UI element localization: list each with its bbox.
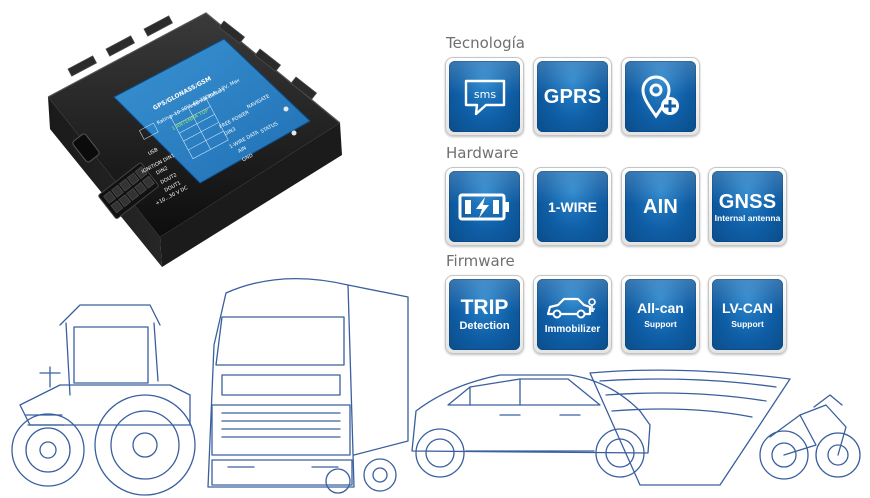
battery-charging-icon bbox=[458, 193, 509, 220]
vehicles-sketch bbox=[0, 255, 870, 498]
feature-tile-immobilizer: Immobilizer bbox=[533, 275, 612, 354]
feature-tile-gprs: GPRS bbox=[533, 57, 612, 136]
tracker-device: GPS/GLONASS/GSM Rating: 10-30V, 60-250mA… bbox=[28, 5, 358, 273]
one-wire-label: 1-WIRE bbox=[548, 198, 597, 215]
truck-illustration bbox=[207, 277, 409, 494]
lvcan-label: LV-CAN bbox=[721, 300, 774, 316]
boat-illustration bbox=[589, 369, 791, 486]
section-title-hardware: Hardware bbox=[446, 144, 519, 162]
sms-chat-icon: sms bbox=[464, 79, 505, 115]
feature-tile-1wire: 1-WIRE bbox=[533, 167, 612, 246]
section-title-tecnologia: Tecnología bbox=[446, 34, 525, 52]
feature-tile-lvcan: LV-CAN Support bbox=[708, 275, 787, 354]
feature-tile-location bbox=[621, 57, 700, 136]
trip-sub-label: Detection bbox=[459, 319, 510, 332]
ain-label: AIN bbox=[642, 195, 679, 218]
motorcycle-illustration bbox=[759, 394, 861, 480]
feature-tile-battery bbox=[445, 167, 524, 246]
gnss-sub-label: Internal antenna bbox=[714, 212, 781, 223]
feature-tile-allcan: All-can Support bbox=[621, 275, 700, 354]
car-illustration bbox=[411, 374, 651, 478]
feature-tile-trip: TRIP Detection bbox=[445, 275, 524, 354]
tracker-device-illustration bbox=[47, 12, 342, 267]
tractor-illustration bbox=[11, 304, 196, 496]
allcan-sub-label: Support bbox=[644, 319, 677, 329]
sms-text: sms bbox=[473, 88, 495, 101]
feature-tile-sms: sms bbox=[445, 57, 524, 136]
feature-tile-ain: AIN bbox=[621, 167, 700, 246]
location-pin-add-icon bbox=[640, 75, 679, 119]
lvcan-sub-label: Support bbox=[731, 319, 764, 329]
feature-tile-gnss: GNSS Internal antenna bbox=[708, 167, 787, 246]
section-title-firmware: Firmware bbox=[446, 252, 515, 270]
gprs-label: GPRS bbox=[543, 85, 602, 108]
allcan-label: All-can bbox=[637, 300, 684, 316]
gnss-label: GNSS bbox=[718, 190, 777, 213]
immobilizer-label: Immobilizer bbox=[544, 323, 601, 335]
car-key-icon bbox=[546, 297, 596, 318]
trip-label: TRIP bbox=[460, 295, 509, 319]
